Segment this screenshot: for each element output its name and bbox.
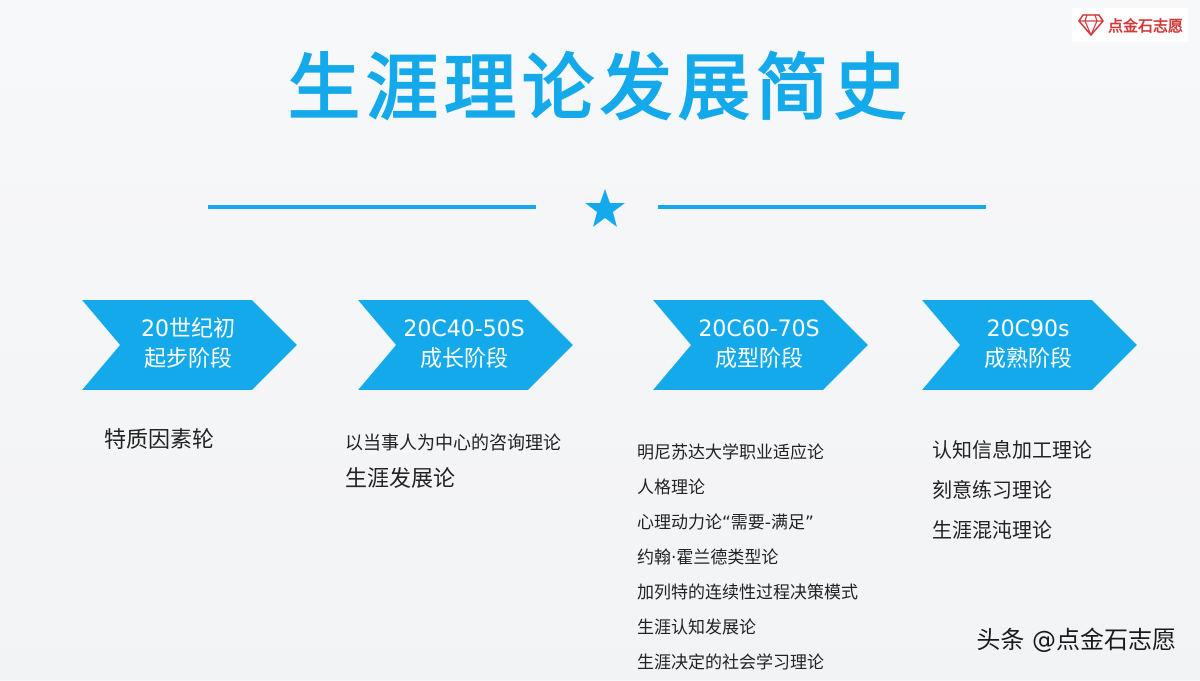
theory-item: 以当事人为中心的咨询理论 bbox=[345, 433, 561, 454]
theory-item: 约翰·霍兰德类型论 bbox=[637, 548, 779, 568]
brand-logo: 点金石志愿 bbox=[1072, 8, 1188, 42]
stage-name: 成型阶段 bbox=[714, 347, 803, 372]
chevron-arrow-icon bbox=[358, 300, 573, 390]
theory-list-stage-1: 特质因素轮 bbox=[104, 424, 214, 458]
stage-label: 20C90s 成熟阶段 bbox=[948, 300, 1108, 390]
diamond-icon bbox=[1078, 14, 1104, 36]
stage-period: 20C60-70S bbox=[698, 317, 820, 342]
stage-name: 起步阶段 bbox=[143, 347, 232, 372]
theory-item: 生涯决定的社会学习理论 bbox=[637, 653, 824, 673]
theory-item: 生涯发展论 bbox=[345, 467, 456, 492]
stage-name: 成长阶段 bbox=[419, 347, 508, 372]
theory-item: 刻意练习理论 bbox=[932, 478, 1052, 502]
theory-list-stage-4: 认知信息加工理论 刻意练习理论 生涯混沌理论 bbox=[932, 430, 1092, 550]
stage-label: 20世纪初 起步阶段 bbox=[108, 300, 268, 390]
theory-list-stage-2: 以当事人为中心的咨询理论 生涯发展论 bbox=[345, 430, 561, 502]
page-title: 生涯理论发展简史 bbox=[287, 46, 912, 130]
theory-item: 心理动力论“需要-满足” bbox=[637, 513, 814, 533]
stage-chevron-4: 20C90s 成熟阶段 bbox=[922, 300, 1137, 390]
divider-left bbox=[208, 205, 536, 209]
chevron-arrow-icon bbox=[82, 300, 297, 390]
watermark-text: 头条 @点金石志愿 bbox=[976, 626, 1176, 654]
stage-name: 成熟阶段 bbox=[983, 347, 1072, 372]
stage-period: 20C90s bbox=[986, 317, 1070, 342]
stage-label: 20C60-70S 成型阶段 bbox=[679, 300, 839, 390]
theory-item: 认知信息加工理论 bbox=[932, 438, 1092, 462]
chevron-arrow-icon bbox=[922, 300, 1137, 390]
stage-chevron-3: 20C60-70S 成型阶段 bbox=[653, 300, 868, 390]
stage-label: 20C40-50S 成长阶段 bbox=[384, 300, 544, 390]
logo-text: 点金石志愿 bbox=[1108, 16, 1184, 35]
theory-item: 特质因素轮 bbox=[104, 428, 215, 453]
stage-chevron-2: 20C40-50S 成长阶段 bbox=[358, 300, 573, 390]
theory-list-stage-3: 明尼苏达大学职业适应论 人格理论 心理动力论“需要-满足” 约翰·霍兰德类型论 … bbox=[637, 436, 858, 681]
stage-period: 20C40-50S bbox=[403, 317, 525, 342]
theory-item: 明尼苏达大学职业适应论 bbox=[637, 443, 824, 463]
theory-item: 生涯混沌理论 bbox=[932, 518, 1052, 542]
stage-chevron-1: 20世纪初 起步阶段 bbox=[82, 300, 297, 390]
chevron-arrow-icon bbox=[653, 300, 868, 390]
stage-period: 20世纪初 bbox=[141, 317, 235, 342]
theory-item: 人格理论 bbox=[637, 478, 705, 498]
theory-item: 生涯认知发展论 bbox=[637, 618, 756, 638]
star-icon bbox=[585, 189, 625, 227]
theory-item: 加列特的连续性过程决策模式 bbox=[637, 583, 858, 603]
divider-right bbox=[658, 205, 986, 209]
